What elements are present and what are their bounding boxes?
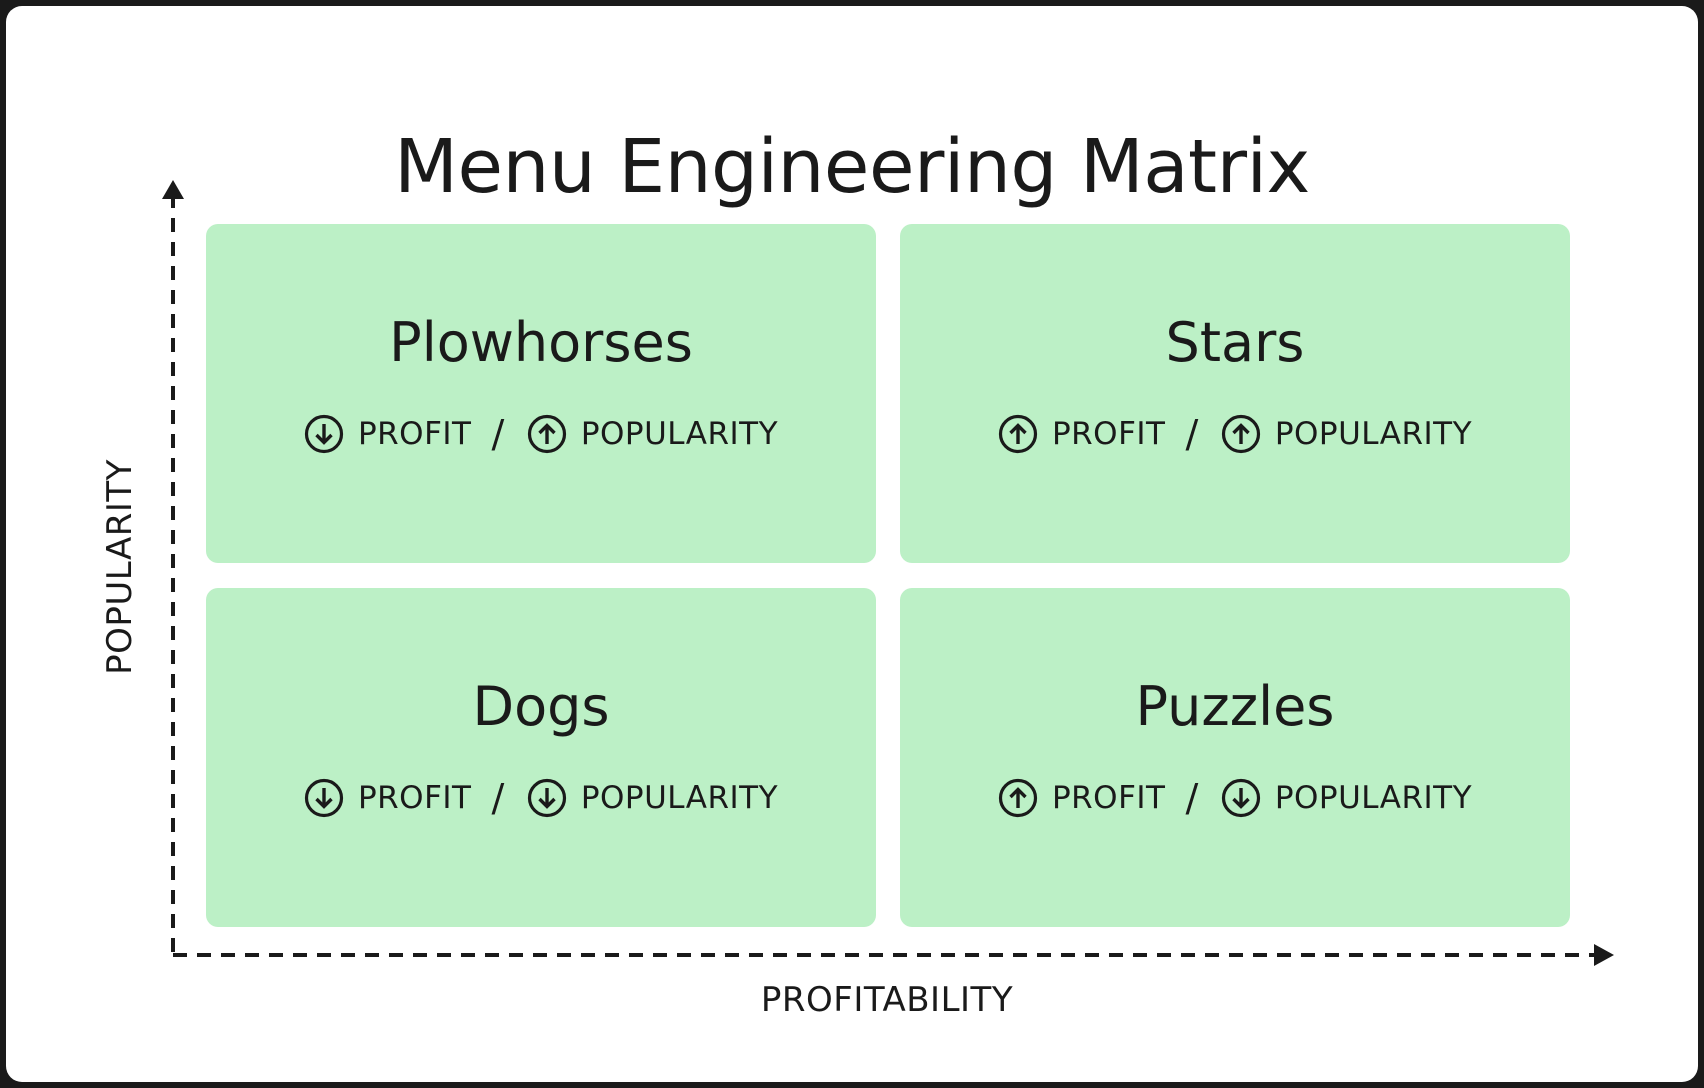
arrow-up-circle-icon [998, 778, 1038, 818]
y-axis-label: POPULARITY [100, 459, 140, 675]
popularity-label: POPULARITY [1274, 416, 1473, 452]
quadrant-indicators: PROFIT / POPULARITY [206, 778, 876, 818]
separator: / [1185, 776, 1199, 820]
profit-label: PROFIT [1051, 780, 1166, 816]
quadrant-stars: Stars PROFIT / POPULARITY [900, 224, 1570, 563]
arrow-down-circle-icon [304, 778, 344, 818]
quadrant-indicators: PROFIT / POPULARITY [900, 778, 1570, 818]
quadrant-indicators: PROFIT / POPULARITY [900, 414, 1570, 454]
arrow-down-circle-icon [1221, 778, 1261, 818]
popularity-label: POPULARITY [580, 416, 779, 452]
separator: / [491, 412, 505, 456]
quadrant-title: Plowhorses [389, 311, 693, 374]
quadrant-dogs: Dogs PROFIT / POPULARITY [206, 588, 876, 927]
quadrant-plowhorses: Plowhorses PROFIT / POPULARITY [206, 224, 876, 563]
profit-label: PROFIT [1051, 416, 1166, 452]
quadrant-puzzles: Puzzles PROFIT / POPULARITY [900, 588, 1570, 927]
arrow-down-circle-icon [527, 778, 567, 818]
popularity-label: POPULARITY [1274, 780, 1473, 816]
arrow-up-circle-icon [1221, 414, 1261, 454]
arrow-up-circle-icon [998, 414, 1038, 454]
quadrant-title: Stars [1165, 311, 1305, 374]
arrow-down-circle-icon [304, 414, 344, 454]
arrow-up-circle-icon [527, 414, 567, 454]
separator: / [1185, 412, 1199, 456]
profit-label: PROFIT [357, 780, 472, 816]
diagram-title: Menu Engineering Matrix [394, 123, 1310, 210]
quadrant-title: Puzzles [1135, 675, 1335, 738]
profit-label: PROFIT [357, 416, 472, 452]
popularity-label: POPULARITY [580, 780, 779, 816]
separator: / [491, 776, 505, 820]
quadrant-indicators: PROFIT / POPULARITY [206, 414, 876, 454]
x-axis-label: PROFITABILITY [760, 980, 1014, 1020]
quadrant-title: Dogs [472, 675, 610, 738]
